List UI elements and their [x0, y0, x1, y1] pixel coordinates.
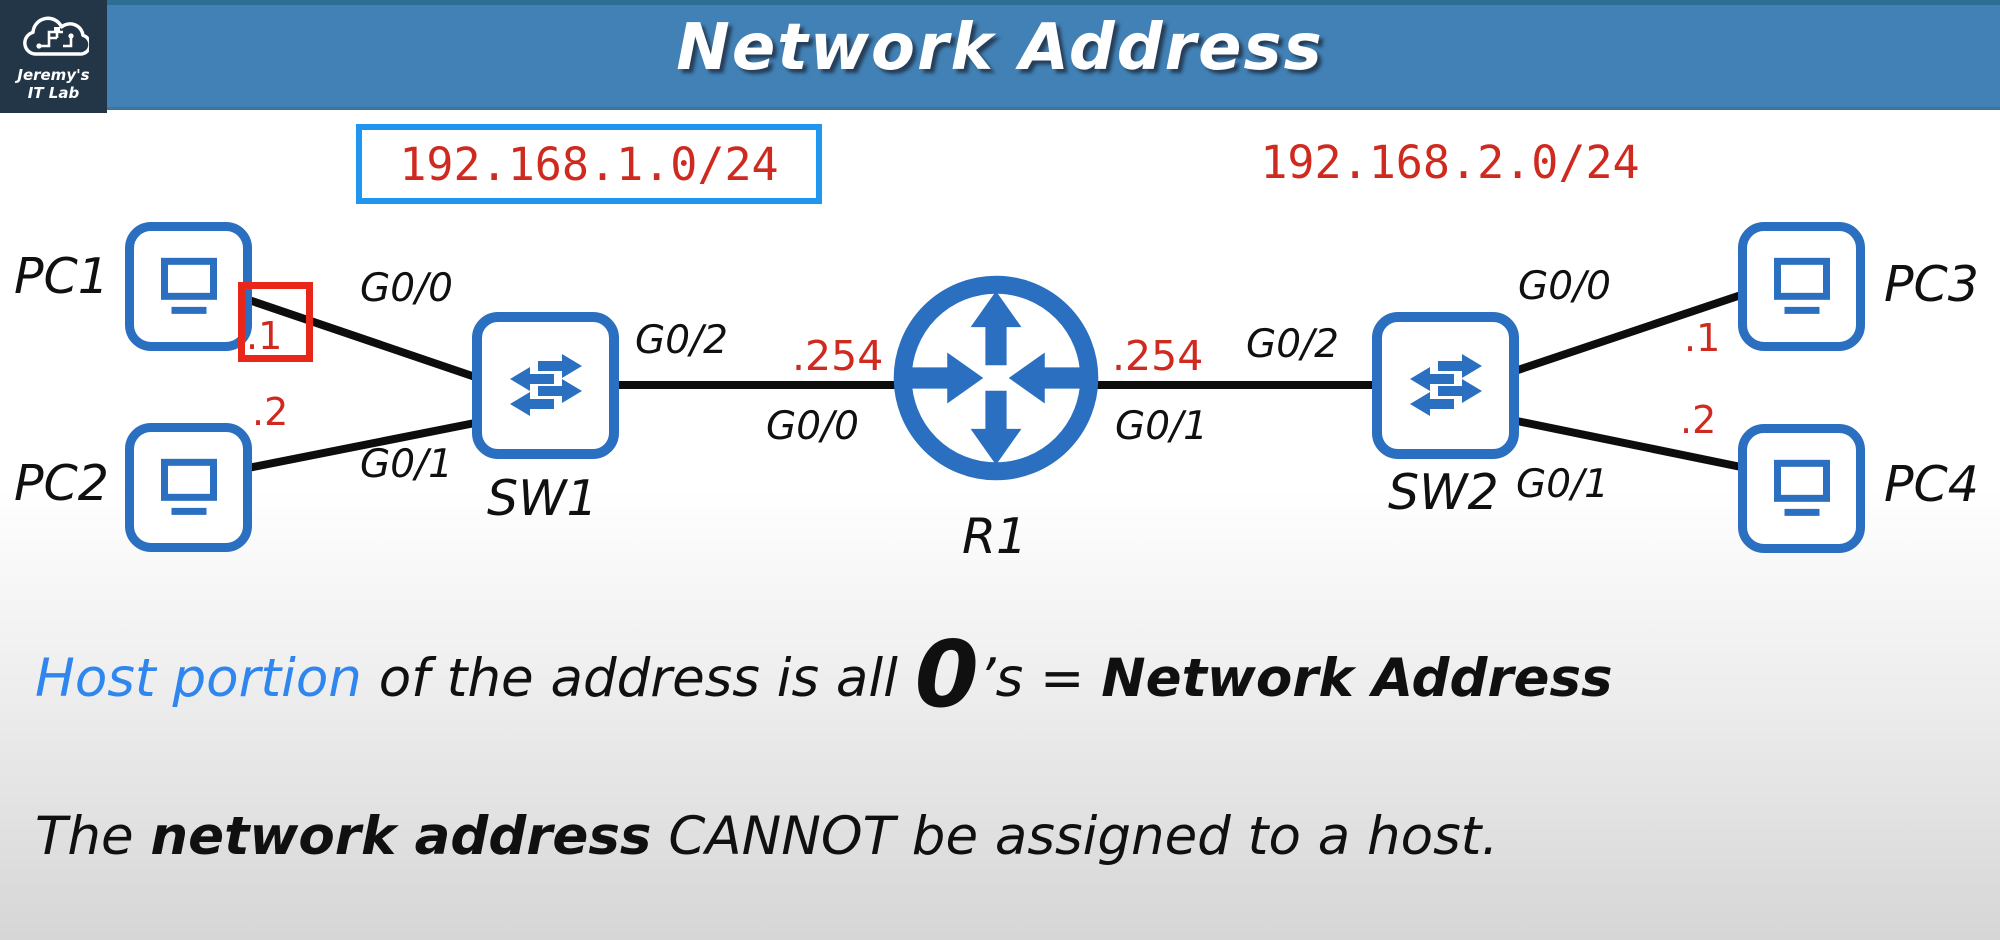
logo-text-line1: Jeremy's — [17, 66, 90, 84]
link-pc2-sw1 — [244, 416, 494, 472]
note-line-1: Host portion of the address is all 0’s =… — [35, 629, 1613, 721]
monitor-icon — [1773, 459, 1830, 516]
sw2-port-g02-label: G0/2 — [1246, 322, 1339, 367]
pc3-ip-label: .1 — [1684, 316, 1721, 360]
header-bar: Network Address — [0, 0, 2000, 110]
pc4-ip-label: .2 — [1680, 398, 1717, 442]
sw2-label: SW2 — [1388, 464, 1499, 521]
sw1-port-g02-label: G0/2 — [635, 318, 728, 363]
switch-icon — [1409, 353, 1482, 416]
pc4-label: PC4 — [1884, 456, 1979, 513]
big-zero-text: 0 — [914, 621, 979, 728]
note2-pre-text: The — [35, 806, 151, 867]
pc2-node — [125, 423, 252, 552]
host-portion-text: Host portion — [35, 648, 362, 709]
logo-text-line2: IT Lab — [27, 84, 80, 102]
network-address-bold-text: Network Address — [1101, 648, 1613, 709]
sw2-port-g01-label: G0/1 — [1516, 462, 1609, 507]
router-icon — [893, 275, 1099, 481]
channel-logo: Jeremy's IT Lab — [0, 0, 107, 113]
subnet-1-label: 192.168.1.0/24 — [399, 137, 779, 191]
cloud-circuit-icon — [22, 16, 92, 56]
r1-port-g00-label: G0/0 — [766, 404, 859, 449]
note-line-2: The network address CANNOT be assigned t… — [35, 806, 1498, 867]
monitor-icon — [1773, 257, 1830, 314]
r1-label: R1 — [962, 508, 1028, 565]
r1-port-g01-label: G0/1 — [1115, 404, 1208, 449]
pc3-node — [1738, 222, 1865, 351]
link-sw2-pc3 — [1508, 288, 1754, 376]
note2-post-text: CANNOT be assigned to a host. — [651, 806, 1499, 867]
pc1-node — [125, 222, 252, 351]
sw1-port-g01-label: G0/1 — [360, 442, 453, 487]
sw2-port-g00-label: G0/0 — [1518, 264, 1611, 309]
sw2-node — [1372, 312, 1519, 459]
r1-node — [890, 272, 1102, 484]
sw1-node — [472, 312, 619, 459]
sw1-label: SW1 — [487, 470, 598, 527]
link-sw2-pc4 — [1508, 416, 1750, 472]
subnet-1-highlight-box: 192.168.1.0/24 — [356, 124, 822, 204]
note1-after-zero-text: ’s = — [978, 648, 1102, 709]
r1-left-ip-label: .254 — [792, 332, 884, 380]
r1-right-ip-label: .254 — [1112, 332, 1204, 380]
pc1-ip-label: .1 — [246, 314, 283, 358]
monitor-icon — [160, 458, 217, 515]
link-pc1-sw1 — [239, 294, 494, 386]
page-title: Network Address — [676, 11, 1324, 85]
pc4-node — [1738, 424, 1865, 553]
pc2-ip-label: .2 — [252, 390, 289, 434]
subnet-2-label: 192.168.2.0/24 — [1260, 136, 1640, 189]
note2-bold-text: network address — [150, 806, 652, 867]
pc1-label: PC1 — [14, 248, 109, 305]
pc3-label: PC3 — [1884, 256, 1979, 313]
pc2-label: PC2 — [14, 455, 109, 512]
note1-mid-text: of the address is all — [361, 648, 915, 709]
sw1-port-g00-label: G0/0 — [360, 266, 453, 311]
monitor-icon — [160, 257, 217, 314]
switch-icon — [509, 353, 582, 416]
pc1-ip-highlight-box — [238, 282, 313, 362]
